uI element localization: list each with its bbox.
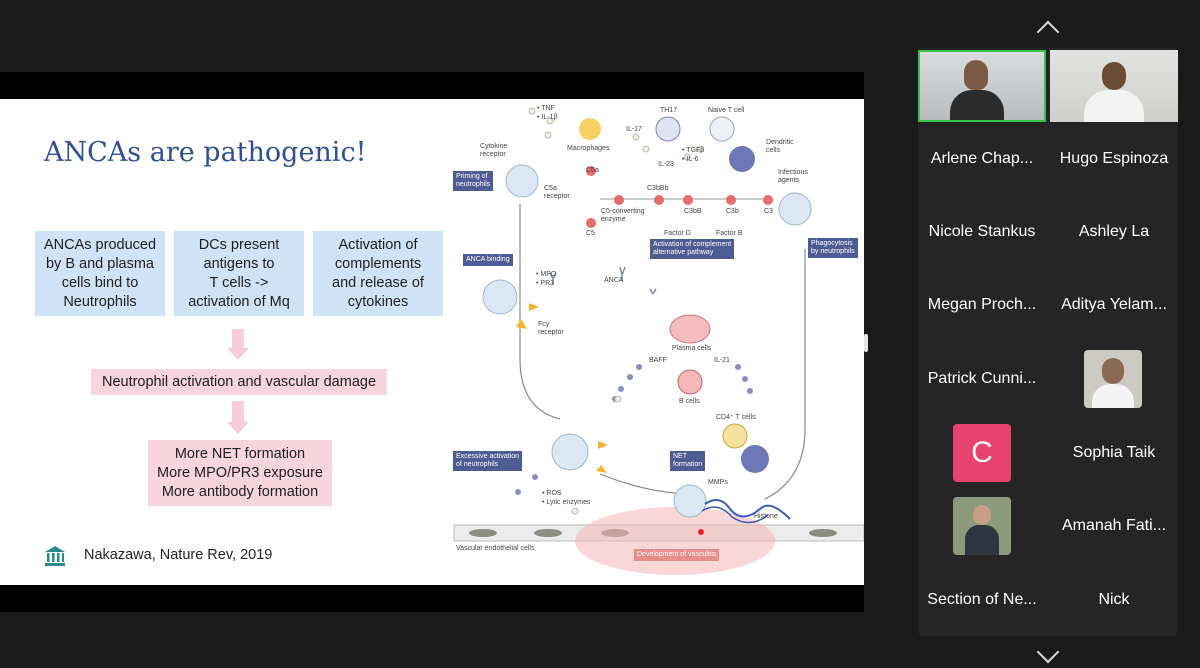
arrow-head-1 [227,348,249,360]
scroll-up-chevron-icon[interactable] [1036,20,1060,44]
presentation-slide: ANCAs are pathogenic! ANCAs produced by … [0,99,864,585]
dendritic-label: Dendritic cells [766,139,794,154]
citation: Nakazawa, Nature Rev, 2019 [84,547,273,563]
phago-tag: Phagocytosis by neutrophils [808,238,858,258]
factor-d-label: Factor D [664,230,691,237]
ros-label: • ROS [542,490,562,497]
shoulders [950,90,1004,120]
excessive-tag: Excessive activation of neutrophils [453,451,523,471]
cd4-label: CD4⁺ T cells [716,414,756,421]
tgfb-label: • TGFβ [682,147,705,154]
person-silhouette-icon [973,505,991,525]
arrow-down-1 [232,329,244,349]
il17-label: IL-17 [626,126,642,133]
c5conv-label: C5-converting enzyme [601,208,645,223]
il23-label: IL-23 [658,161,674,168]
tnf-label: • TNF [537,105,555,112]
net-formation-box: More NET formation More MPO/PR3 exposure… [148,440,332,506]
bcells-label: B cells [679,398,700,405]
participant-name-12[interactable]: Section of Ne... [927,591,1037,608]
vasculitis-tag: Development of vasculitis [634,549,720,561]
net-tag: NET formation [670,451,706,471]
c3bb-label: C3bB [684,208,702,215]
arrow-down-2 [232,401,244,423]
anca-label: ANCA [604,277,624,284]
priming-tag: Priming of neutrophils [453,171,494,191]
participant-name-2[interactable]: Nicole Stankus [928,223,1036,240]
c5a-label: C5a [586,167,599,174]
mmps-label: MMPs [708,479,728,486]
participant-name-3[interactable]: Ashley La [1078,223,1150,240]
complement-tag: Activation of complement alternative pat… [650,239,735,259]
participant-name-13[interactable]: Nick [1098,591,1130,608]
institution-logo-icon [45,546,65,566]
th17-label: TH17 [660,107,678,114]
participant-photo-avatar-2[interactable] [953,497,1011,555]
mpo-label: • MPO [536,271,557,278]
participant-video-hugo[interactable] [1050,50,1178,122]
dcs-box: DCs present antigens to T cells -> activ… [174,231,304,316]
avatar-initial: C [971,436,993,469]
fcg-label: Fcγ receptor [538,321,564,336]
c3b-label: C3b [726,208,739,215]
il6-label: • IL-6 [682,156,699,163]
participant-video-arlene[interactable] [918,50,1046,122]
arrow-head-2 [227,422,249,434]
person-silhouette-icon [964,60,988,90]
scroll-down-chevron-icon[interactable] [1036,640,1060,664]
pathogenesis-diagram: • TNF • IL-1β Cytokine receptor Macropha… [450,99,864,585]
participant-name-0[interactable]: Arlene Chap... [930,150,1034,167]
participant-photo-avatar[interactable] [1084,350,1142,408]
person-silhouette-icon [1102,62,1126,90]
c3bbb-label: C3bBb [647,185,669,192]
participant-name-1[interactable]: Hugo Espinoza [1059,150,1169,167]
il1b-label: • IL-1β [537,114,558,121]
macrophages-label: Macrophages [567,145,610,152]
histone-label: Histone [754,513,778,520]
participant-name-6[interactable]: Patrick Cunni... [927,370,1037,387]
c5-label: C5 [586,230,595,237]
naive-t-label: Naive T cell [708,107,745,114]
shoulders [1084,90,1144,122]
endo-label: Vascular endothelial cells [456,545,535,552]
factor-b-label: Factor B [716,230,743,237]
participant-name-11[interactable]: Amanah Fati... [1061,517,1167,534]
pr3-label: • PR3 [536,280,555,287]
neutrophil-activation-box: Neutrophil activation and vascular damag… [91,369,387,395]
share-resize-handle[interactable] [864,334,868,352]
c3-label: C3 [764,208,773,215]
c5a-receptor-label: C5a receptor [544,185,570,200]
anca-binding-tag: ANCA binding [463,254,513,266]
person-silhouette-icon [1102,358,1124,384]
participant-name-9[interactable]: Sophia Taik [1072,444,1156,461]
cytokine-receptor-label: Cytokine receptor [480,143,508,158]
participant-name-4[interactable]: Megan Proch... [927,296,1037,313]
participant-initial-avatar[interactable]: C [953,424,1011,482]
lytic-label: • Lytic enzymes [542,499,591,506]
slide-title: ANCAs are pathogenic! [44,137,367,168]
participants-panel: Arlene Chap... Hugo Espinoza Nicole Stan… [918,48,1178,636]
il21-label: IL-21 [714,357,730,364]
shoulders [1092,384,1134,408]
ancas-box: ANCAs produced by B and plasma cells bin… [35,231,165,316]
infectious-label: Infectious agents [778,169,808,184]
complement-box: Activation of complements and release of… [313,231,443,316]
shoulders [965,525,999,555]
diagram-graphics [453,107,864,575]
participant-name-5[interactable]: Aditya Yelam... [1061,296,1167,313]
baff-label: BAFF [649,357,667,364]
plasma-label: Plasma cells [672,345,712,352]
